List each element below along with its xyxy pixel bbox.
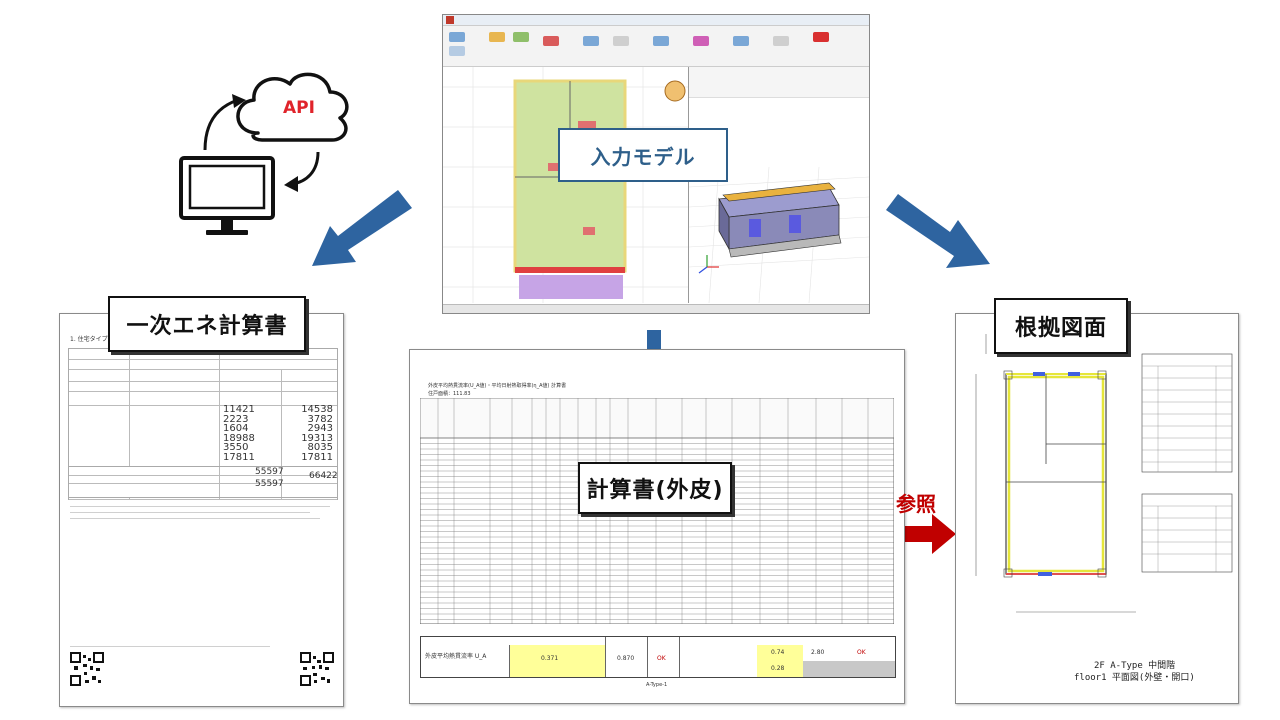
page-footer: A-Type-1 [646,682,668,688]
3d-view-svg [688,166,869,304]
api-label: API [283,98,315,118]
energy-total-value: 55597 [255,479,284,489]
arrow-to-energy-calc [312,190,412,266]
plan-view-svg [443,67,688,303]
envelope-doc-title: 外皮平均熱貫流率(U_A値)・平均日射熱取得率(η_A値) 計算書 [428,383,567,389]
ua-value-cell [509,645,606,677]
input-model-window [442,14,870,314]
reference-label: 参照 [896,492,936,516]
basis-drawing-label: 根拠図面 [994,298,1128,354]
envelope-calc-document: 外皮平均熱貫流率(U_A値)・平均日射熱取得率(η_A値) 計算書 住戸面積：1… [409,349,905,704]
energy-value: 2943 [307,423,333,435]
eta-h-value: 0.28 [771,665,785,672]
ua-value: 0.371 [541,655,559,662]
eta-c-cell [757,645,803,661]
envelope-doc-subtitle: 住戸面積：111.83 [428,391,471,397]
arrow-to-basis-drawing [886,194,990,268]
energy-calc-document: 1. 住宅タイプ等 11421 14538 2223 3782 1604 2943 1… [59,313,344,707]
eta-standard: 2.80 [811,649,825,656]
energy-value: 11421 [223,404,255,415]
qr-code-left [70,652,104,686]
summary-table: 外皮平均熱貫流率 U_A 0.371 0.870 OK 0.74 0.28 2.… [420,636,896,678]
energy-total-value: 55597 [255,467,284,477]
ua-judge: OK [657,655,666,662]
energy-value: 17811 [301,451,333,463]
energy-doc-total-table: 55597 66422 55597 [68,466,338,498]
energy-value: 17811 [223,451,255,463]
app-icon [446,16,454,24]
energy-doc-heading: 1. 住宅タイプ等 [70,336,114,343]
floor-plan-svg [975,334,1233,613]
ua-standard: 0.870 [617,655,635,662]
envelope-calc-label: 計算書(外皮) [578,462,732,514]
input-model-label: 入力モデル [558,128,728,182]
energy-value: 14538 [301,404,333,415]
energy-value: 18988 [223,432,255,444]
window-statusbar [443,304,869,313]
ribbon-toolbar [443,26,869,67]
energy-total-value: 66422 [309,471,338,481]
drawing-caption-line2: floor1 平面図(外壁・開口) [1074,673,1195,683]
ua-label: 外皮平均熱貫流率 U_A [425,653,487,660]
monitor-icon [179,156,275,235]
window-titlebar [443,15,869,26]
eta-c-value: 0.74 [771,649,785,656]
energy-value: 3550 [223,442,249,454]
drawing-caption-line1: 2F A-Type 中間階 [1094,661,1176,671]
sync-arrows-icon [203,94,320,192]
energy-value: 2223 [223,413,249,425]
qr-code-right [300,652,334,686]
eta-h-cell [757,661,803,677]
cloud-icon [236,72,349,142]
energy-calc-label: 一次エネ計算書 [108,296,306,352]
basis-drawing-document: 2F A-Type 中間階 floor1 平面図(外壁・開口) [955,313,1239,704]
3d-view-pane [688,67,869,304]
energy-value: 19313 [301,432,333,444]
gray-cell [803,661,895,677]
plan-view-pane [443,67,689,303]
energy-value: 1604 [223,423,249,435]
energy-value: 3782 [307,413,333,425]
energy-value: 8035 [307,442,333,454]
eta-judge: OK [857,649,866,656]
